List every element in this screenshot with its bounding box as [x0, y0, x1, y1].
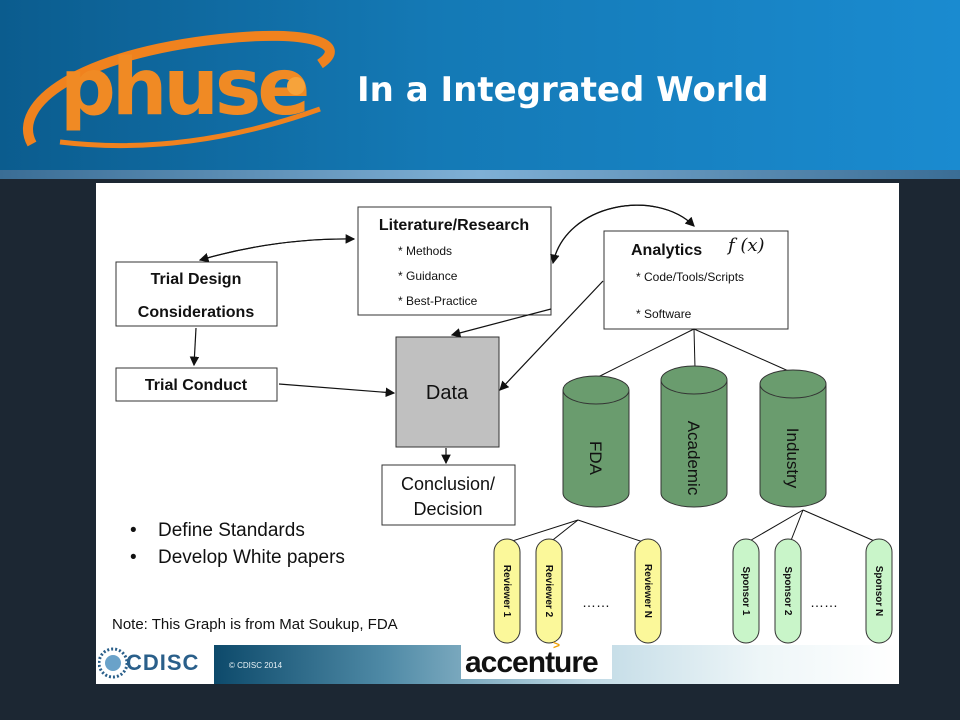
- arrow-design-to-literature: [199, 234, 356, 261]
- bullet-list: Define Standards Develop White papers: [126, 520, 345, 574]
- bullet-item: Develop White papers: [126, 547, 345, 569]
- copyright-text: © CDISC 2014: [229, 661, 283, 670]
- sponsor-label: Sponsor 2: [782, 567, 793, 616]
- stakeholder-tree-lines: [505, 509, 880, 544]
- analytics-item: * Code/Tools/Scripts: [636, 270, 744, 284]
- conclusion-box: Conclusion/ Decision: [381, 464, 516, 526]
- sponsor-pill: Sponsor 2: [774, 538, 802, 644]
- arrow-analytics-to-literature: [550, 204, 695, 265]
- workflow-diagram: Literature/Research * Methods * Guidance…: [115, 204, 893, 644]
- header-divider: [0, 170, 960, 179]
- fda-cylinder: FDA: [562, 375, 630, 508]
- cylinder-label-industry: Industry: [783, 428, 802, 489]
- trial-design-box: Trial Design Considerations: [115, 261, 278, 327]
- data-box: Data: [395, 336, 500, 448]
- reviewer-ellipsis: ……: [582, 594, 610, 610]
- accenture-logo-text: accenture: [465, 646, 599, 679]
- cdisc-logo-text: CDISC: [126, 650, 200, 675]
- analytics-item: * Software: [636, 307, 692, 321]
- connector-arrows: [189, 204, 695, 465]
- phuse-logo: phuse: [23, 30, 335, 149]
- literature-item: * Methods: [398, 244, 452, 258]
- reviewer-pill: Reviewer 1: [493, 538, 521, 644]
- trial-conduct-box: Trial Conduct: [115, 367, 278, 402]
- reviewer-pill: Reviewer 2: [535, 538, 563, 644]
- analytics-box: Analytics f (x) * Code/Tools/Scripts * S…: [603, 230, 789, 330]
- analytics-formula: f (x): [726, 235, 765, 256]
- conclusion-label: Decision: [413, 499, 482, 519]
- analytics-title: Analytics: [631, 242, 702, 259]
- header-banner: phuse In a Integrated World: [0, 0, 960, 170]
- trial-conduct-label: Trial Conduct: [145, 377, 248, 394]
- arrow-analytics-to-data: [499, 280, 604, 391]
- page-title: In a Integrated World: [357, 70, 769, 110]
- conclusion-label: Conclusion/: [401, 474, 495, 494]
- sponsor-ellipsis: ……: [810, 594, 838, 610]
- arrow-conduct-to-data: [278, 383, 396, 398]
- data-label: Data: [426, 382, 469, 404]
- trial-design-label: Trial Design: [151, 271, 242, 288]
- sponsor-pill: Sponsor 1: [732, 538, 760, 644]
- cylinder-label-academic: Academic: [684, 421, 703, 496]
- industry-cylinder: Industry: [759, 369, 827, 508]
- literature-item: * Guidance: [398, 269, 458, 283]
- reviewer-label: Reviewer 2: [543, 565, 554, 618]
- cylinder-label-fda: FDA: [586, 441, 605, 476]
- reviewer-label: Reviewer N: [642, 564, 653, 618]
- literature-title: Literature/Research: [379, 217, 529, 234]
- reviewer-pill: Reviewer N: [634, 538, 662, 644]
- literature-item: * Best-Practice: [398, 294, 478, 308]
- sponsor-label: Sponsor N: [873, 566, 884, 617]
- phuse-logo-text: phuse: [60, 43, 307, 133]
- cdisc-logo: CDISC: [96, 642, 214, 684]
- sponsor-label: Sponsor 1: [740, 567, 751, 616]
- academic-cylinder: Academic: [660, 365, 728, 508]
- cdisc-logo-icon: [98, 647, 128, 679]
- arrow-design-to-conduct: [189, 327, 200, 367]
- analytics-tree-lines: [595, 328, 794, 379]
- accenture-logo: accenture >: [461, 638, 612, 679]
- arrow-literature-to-design: [198, 238, 355, 263]
- trial-design-label: Considerations: [138, 304, 255, 321]
- source-note: Note: This Graph is from Mat Soukup, FDA: [112, 616, 398, 633]
- slide-content: Literature/Research * Methods * Guidance…: [96, 183, 899, 684]
- reviewer-label: Reviewer 1: [501, 565, 512, 618]
- accenture-chevron-icon: >: [553, 638, 561, 652]
- bullet-item: Define Standards: [126, 520, 345, 542]
- sponsor-pill: Sponsor N: [865, 538, 893, 644]
- arrow-literature-to-data: [450, 308, 552, 338]
- literature-box: Literature/Research * Methods * Guidance…: [357, 206, 552, 316]
